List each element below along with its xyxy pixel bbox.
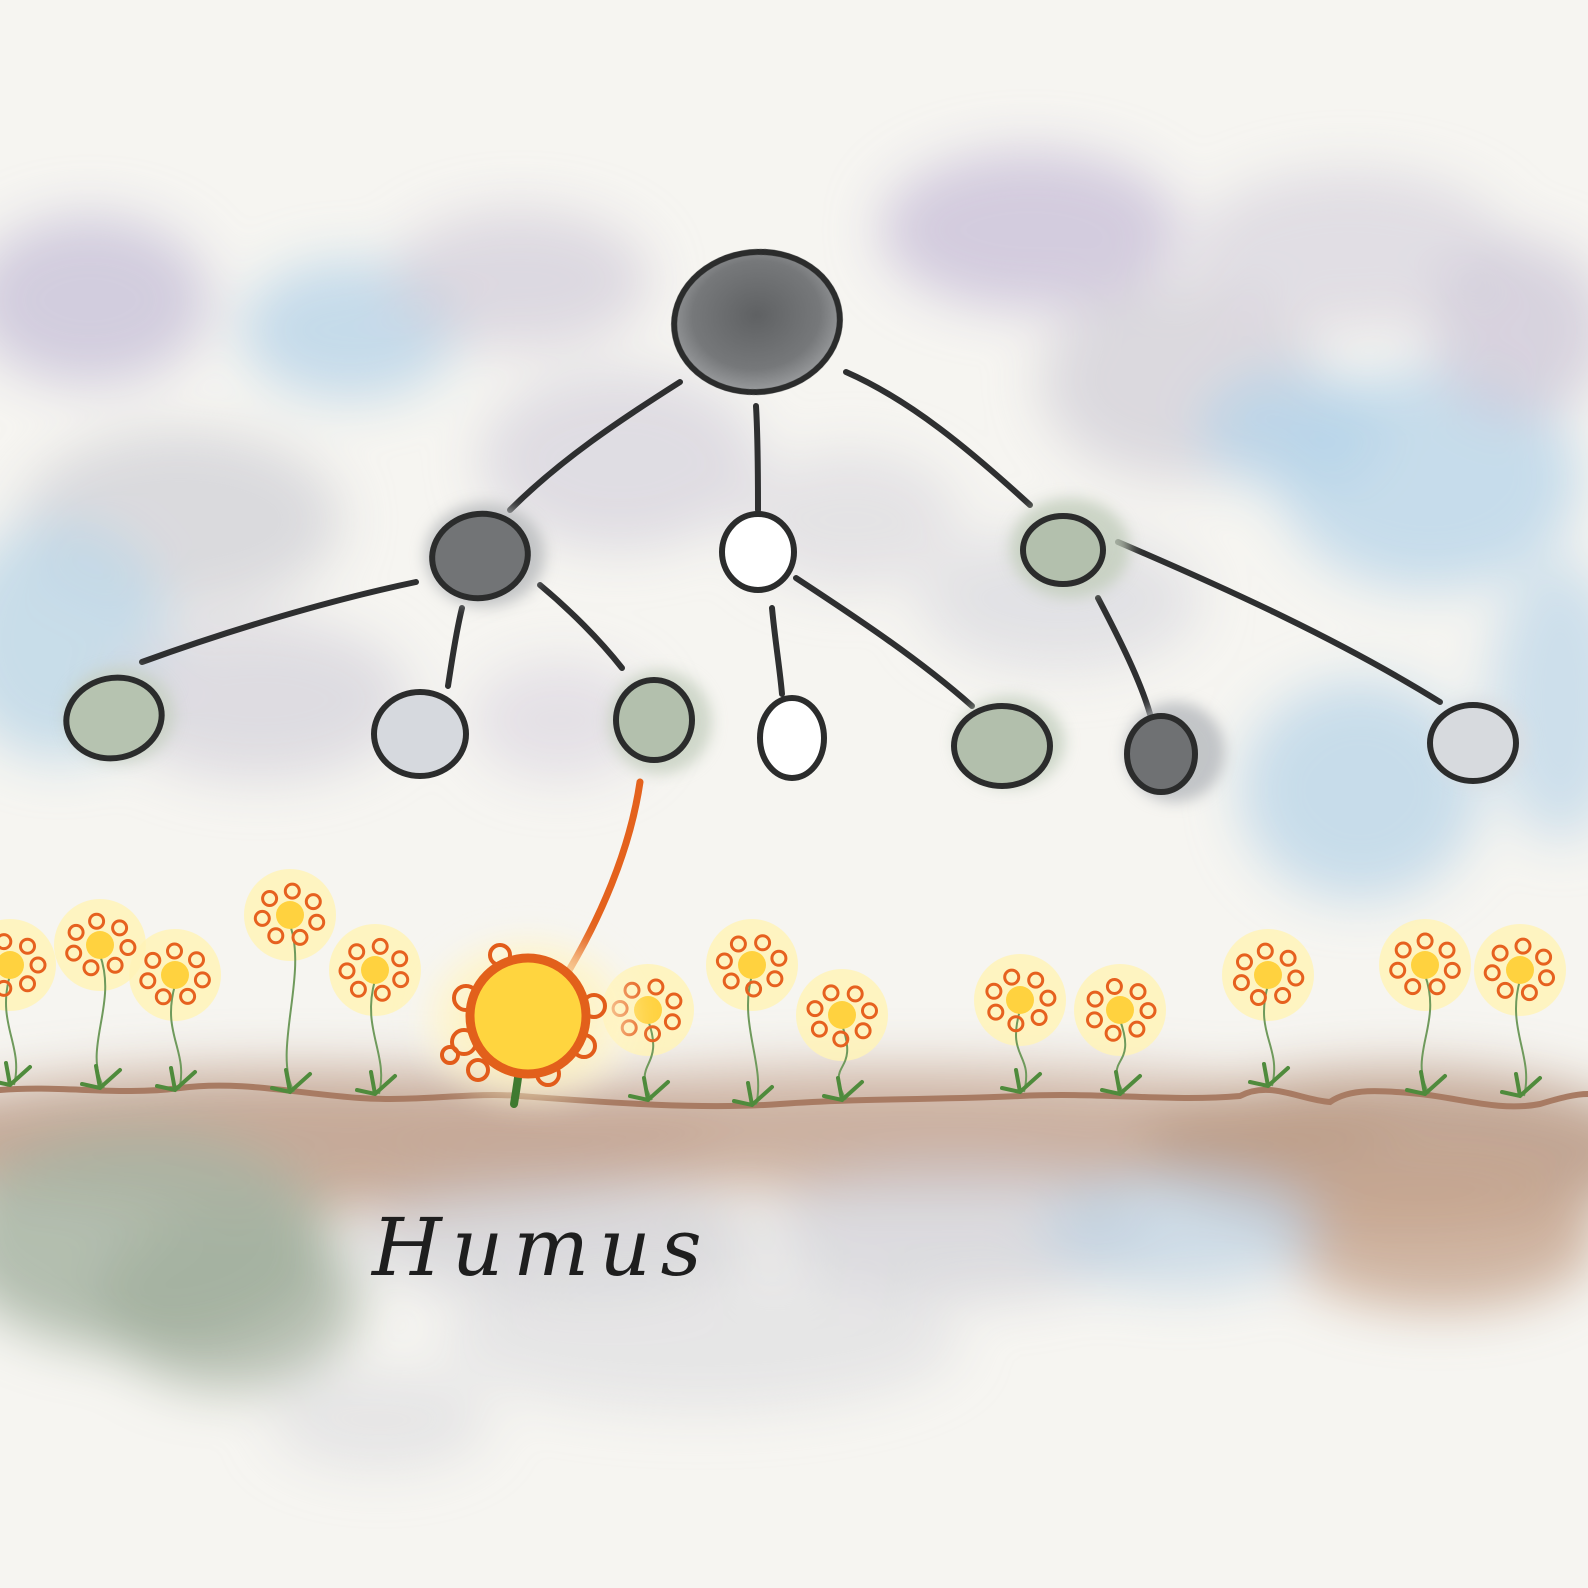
soil-band xyxy=(0,1070,1588,1470)
edge-mid-a xyxy=(772,608,782,694)
leaf-node-6-icon xyxy=(1127,716,1195,792)
edge-left-c xyxy=(540,585,622,668)
flower-icon xyxy=(0,919,56,1085)
level1-right-node-icon xyxy=(1023,516,1103,584)
leaf-node-5-icon xyxy=(954,706,1050,786)
highlighted-flower-icon xyxy=(408,923,648,1113)
flower-icon xyxy=(1379,919,1471,1094)
flower-icon xyxy=(54,899,146,1088)
humus-label: Humus xyxy=(370,1201,712,1294)
flower-icon xyxy=(1222,929,1314,1086)
flower-icon xyxy=(329,924,421,1094)
flower-icon xyxy=(244,869,336,1092)
leaf-node-3-icon xyxy=(616,680,692,760)
leaf-node-2-icon xyxy=(374,692,466,776)
flower-icon xyxy=(1474,924,1566,1096)
level1-mid-node-icon xyxy=(722,514,794,590)
edge-root-mid xyxy=(756,406,758,510)
flower-icon xyxy=(129,929,221,1090)
edge-left-b xyxy=(448,608,462,686)
leaf-node-4-icon xyxy=(760,698,824,778)
leaf-node-7-icon xyxy=(1430,705,1516,781)
flower-meadow xyxy=(0,869,1566,1105)
root-node-icon xyxy=(667,244,847,401)
